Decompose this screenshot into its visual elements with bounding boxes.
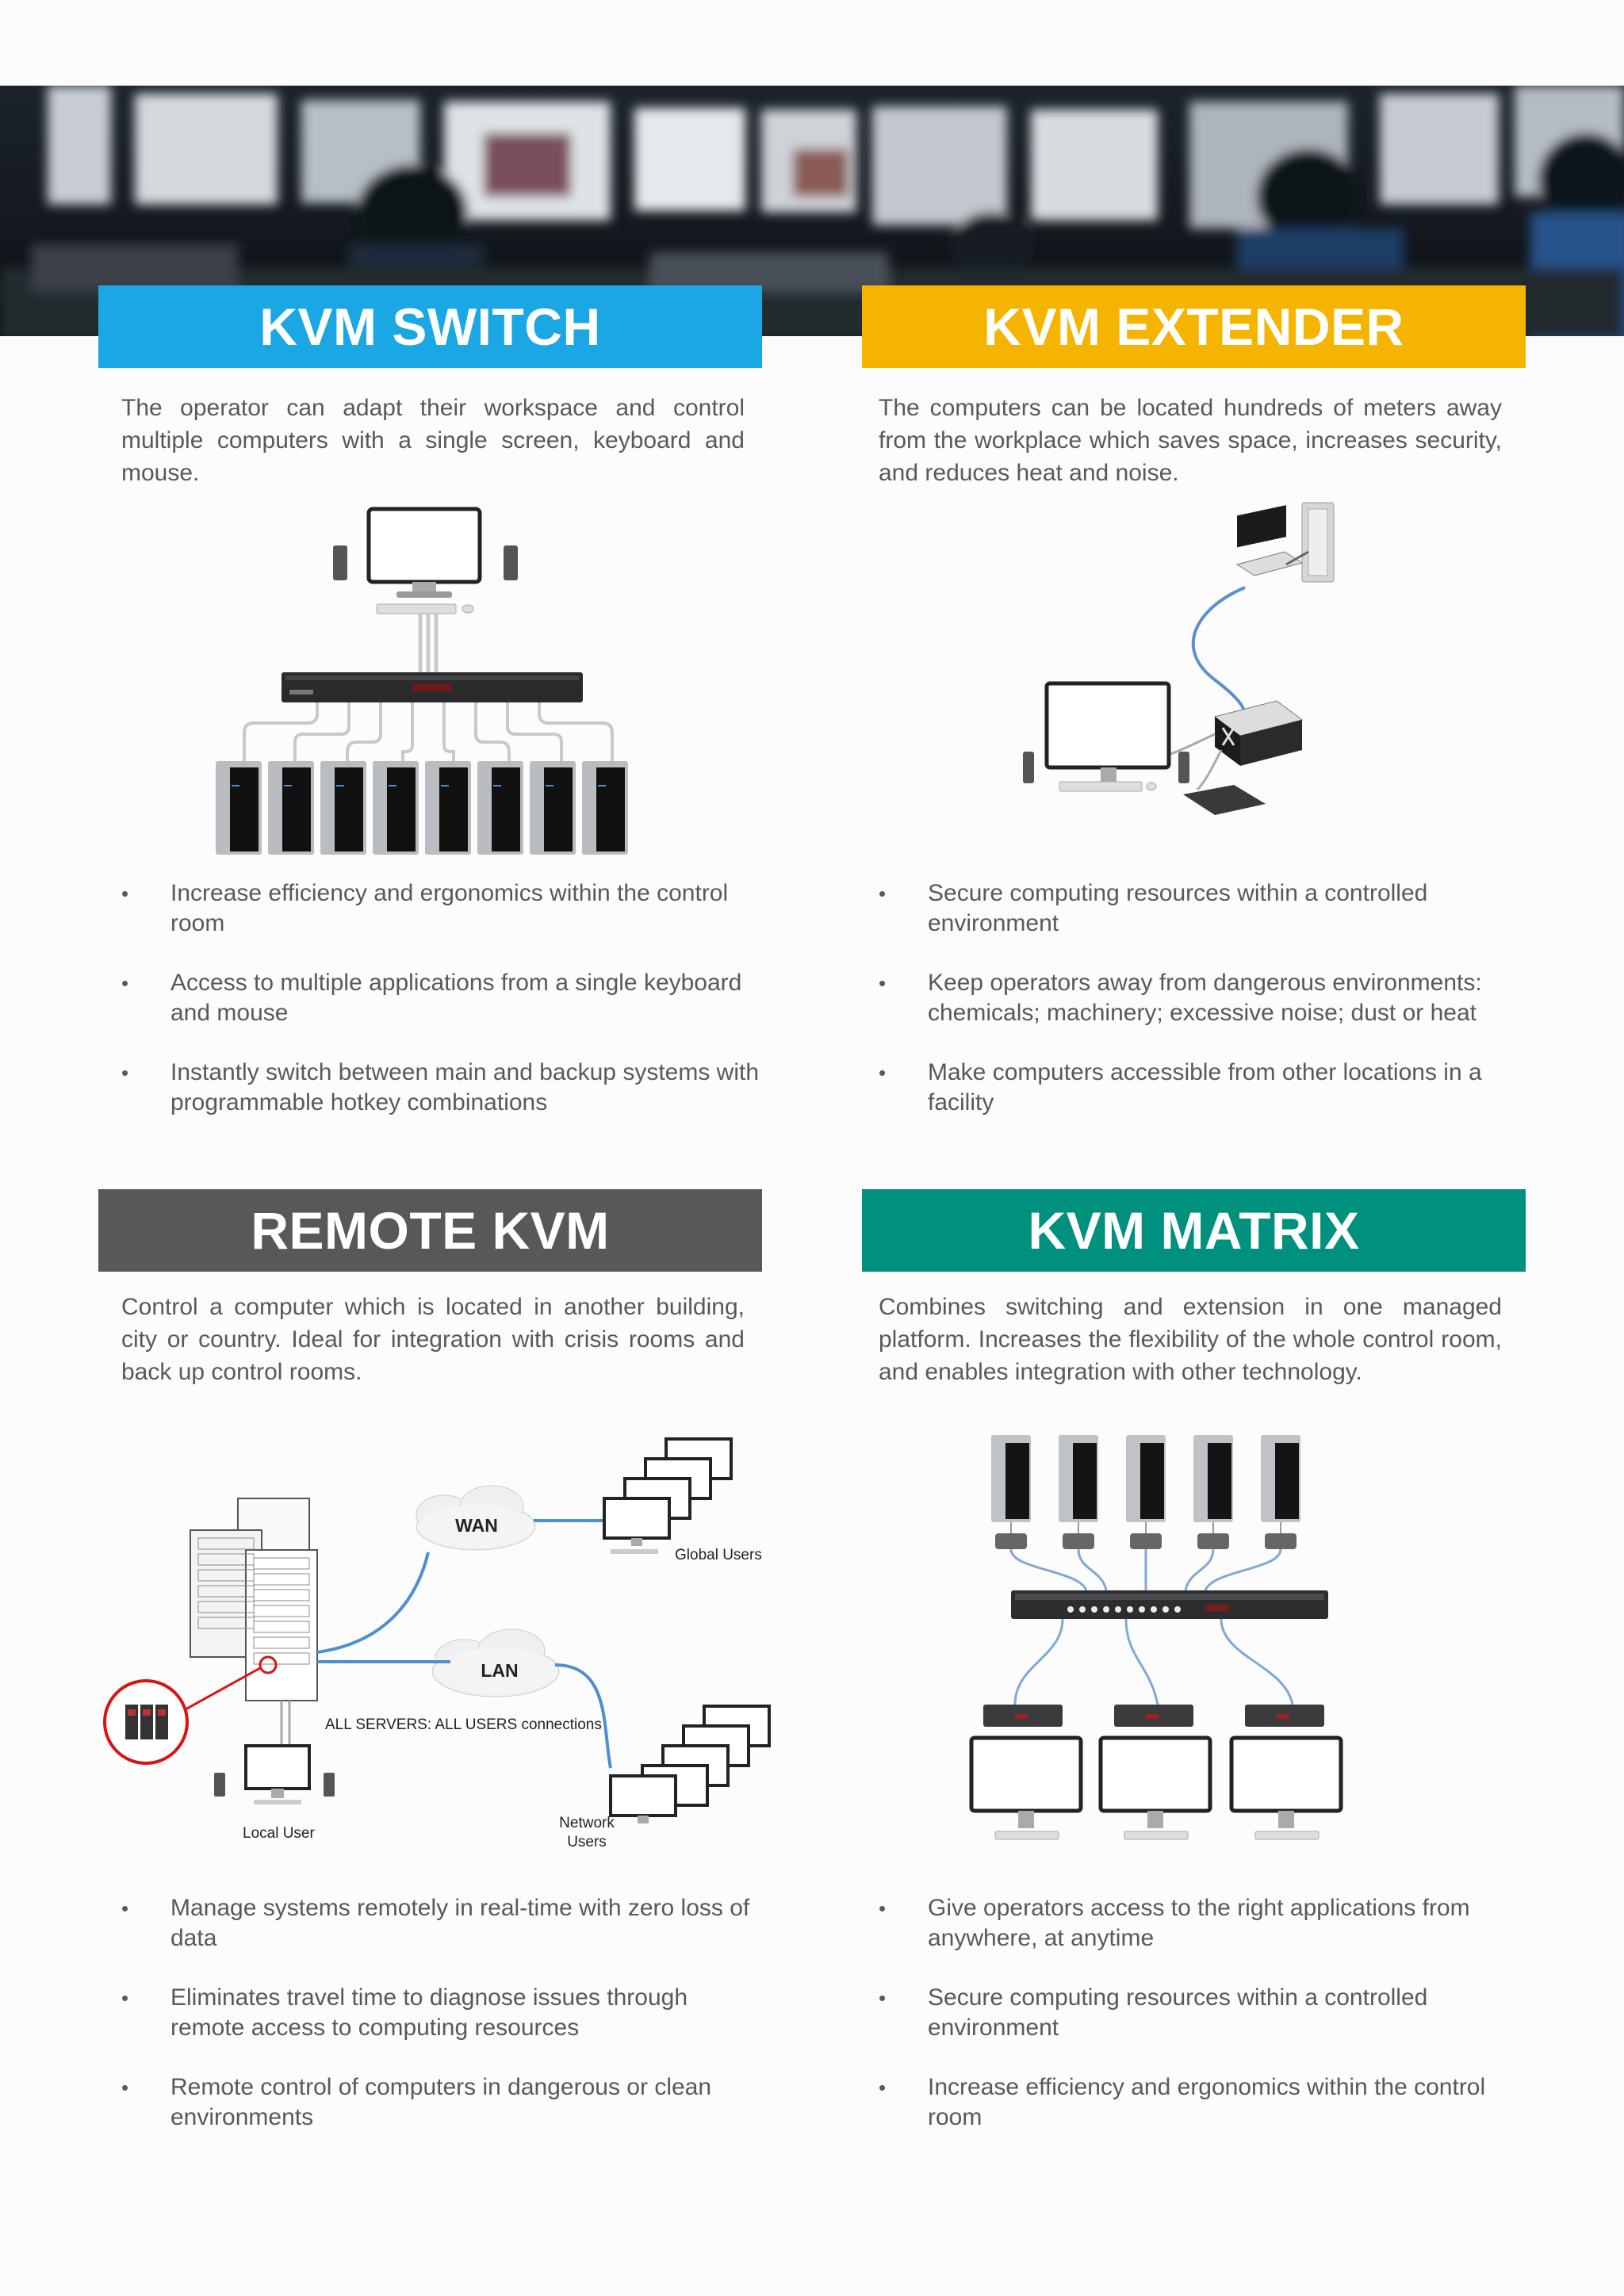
kvm-matrix-bullets: •Give operators access to the right appl… <box>879 1893 1521 2162</box>
server-rack-icon <box>190 1498 318 1701</box>
bullet-dot-icon: • <box>121 2076 129 2099</box>
list-item: •Increase efficiency and ergonomics with… <box>121 880 729 936</box>
list-item: •Eliminates travel time to diagnose issu… <box>121 1984 688 2041</box>
bullet-dot-icon: • <box>879 971 887 995</box>
remote-kvm-title: REMOTE KVM <box>98 1189 762 1272</box>
network-users-label-line1: Network <box>559 1815 615 1831</box>
list-item: •Give operators access to the right appl… <box>879 1895 1470 1951</box>
kvm-extender-title: KVM EXTENDER <box>862 285 1526 368</box>
list-item: •Keep operators away from dangerous envi… <box>879 970 1482 1026</box>
kvm-switch-title-text: KVM SWITCH <box>259 297 601 356</box>
kvm-matrix-description: Combines switching and extension in one … <box>879 1294 1502 1385</box>
kvm-switch-bullets: •Increase efficiency and ergonomics with… <box>121 878 764 1147</box>
bullet-dot-icon: • <box>121 971 129 995</box>
bullet-dot-icon: • <box>879 1896 887 1920</box>
bullet-dot-icon: • <box>121 882 129 905</box>
kvm-extender-bullets: •Secure computing resources within a con… <box>879 878 1521 1147</box>
list-item: •Increase efficiency and ergonomics with… <box>879 2074 1486 2130</box>
kvm-extender-description: The computers can be located hundreds of… <box>879 395 1502 486</box>
kvm-matrix-illustration <box>969 1435 1343 1840</box>
bullet-dot-icon: • <box>121 1986 129 2010</box>
local-user-label: Local User <box>243 1825 315 1842</box>
list-item: •Secure computing resources within a con… <box>879 880 1428 936</box>
all-servers-label: ALL SERVERS: ALL USERS connections <box>325 1716 602 1733</box>
kvm-matrix-title: KVM MATRIX <box>862 1189 1526 1272</box>
kvm-switch-illustration <box>216 507 628 855</box>
list-item: •Remote control of computers in dangerou… <box>121 2074 712 2130</box>
wan-label: WAN <box>455 1515 498 1536</box>
remote-kvm-description: Control a computer which is located in a… <box>121 1294 745 1385</box>
remote-kvm-bullets: •Manage systems remotely in real-time wi… <box>121 1893 764 2162</box>
bullet-dot-icon: • <box>879 2076 887 2099</box>
network-users-label-line2: Users <box>567 1834 607 1850</box>
wan-cloud-icon <box>416 1485 536 1551</box>
list-item: •Access to multiple applications from a … <box>121 970 742 1026</box>
list-item: •Manage systems remotely in real-time wi… <box>121 1895 750 1951</box>
kvm-extender-illustration <box>1023 502 1335 815</box>
kvm-switch-title: KVM SWITCH <box>98 285 762 368</box>
list-item: •Instantly switch between main and backu… <box>121 1059 760 1115</box>
bullet-dot-icon: • <box>121 1061 129 1085</box>
lan-cloud-icon <box>431 1628 560 1697</box>
control-room-banner-photo <box>0 86 1624 336</box>
bullet-dot-icon: • <box>879 882 887 905</box>
global-users-label: Global Users <box>675 1547 762 1563</box>
lan-label: LAN <box>481 1660 518 1681</box>
remote-kvm-title-text: REMOTE KVM <box>251 1201 610 1260</box>
list-item: •Make computers accessible from other lo… <box>879 1059 1482 1115</box>
bullet-dot-icon: • <box>121 1896 129 1920</box>
bullet-dot-icon: • <box>879 1986 887 2010</box>
list-item: •Secure computing resources within a con… <box>879 1984 1428 2041</box>
kvm-extender-title-text: KVM EXTENDER <box>983 297 1404 356</box>
kvm-matrix-title-text: KVM MATRIX <box>1028 1201 1360 1260</box>
bullet-dot-icon: • <box>879 1061 887 1085</box>
kvm-switch-description: The operator can adapt their workspace a… <box>121 395 745 486</box>
remote-kvm-diagram: WAN LAN Global Users ALL SERVERS: ALL US… <box>103 1437 771 1850</box>
